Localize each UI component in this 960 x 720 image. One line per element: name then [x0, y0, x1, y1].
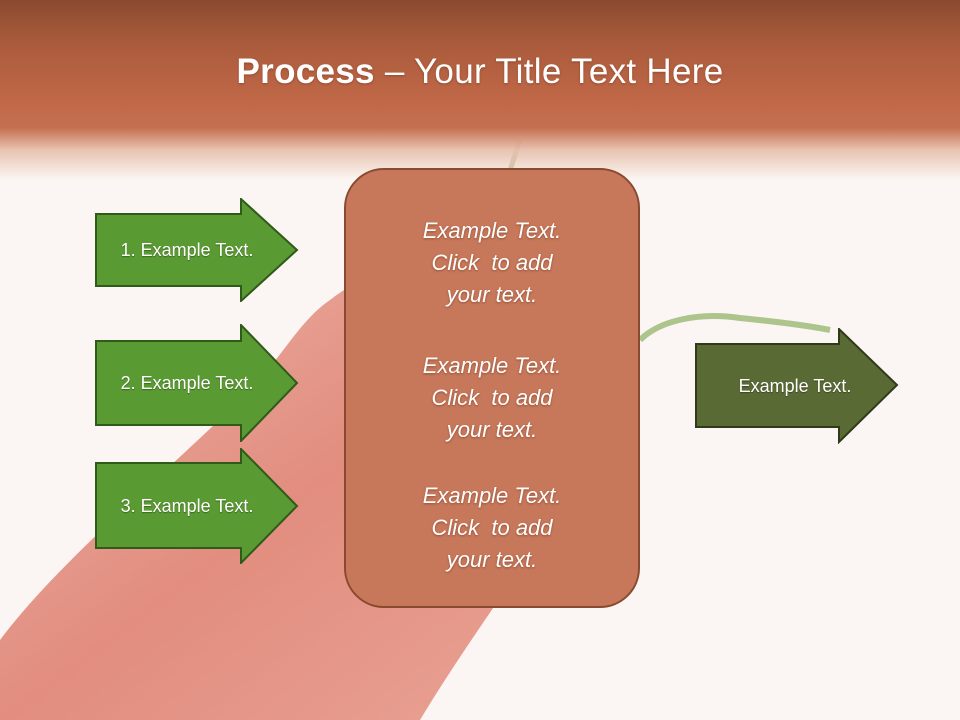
center-text-line: Example Text. — [422, 483, 562, 508]
left-arrow-3[interactable]: 3. Example Text. — [95, 448, 299, 564]
right-arrow[interactable]: Example Text. — [695, 328, 899, 444]
arrow-right-shape — [95, 448, 299, 564]
center-text-block-2: Example Text. Click to add your text. — [346, 350, 638, 446]
center-content-box[interactable]: Example Text. Click to add your text. Ex… — [344, 168, 640, 608]
left-arrow-label: 1. Example Text. — [120, 239, 254, 260]
left-arrow-2[interactable]: 2. Example Text. — [95, 324, 299, 442]
center-text-line: Click to add — [431, 515, 553, 540]
left-arrow-1[interactable]: 1. Example Text. — [95, 198, 299, 302]
left-arrow-label: 2. Example Text. — [120, 372, 254, 393]
arrow-right-shape — [95, 324, 299, 442]
center-text-line: your text. — [446, 547, 538, 572]
arrow-right-shape — [695, 328, 899, 444]
center-text-line: Click to add — [431, 250, 553, 275]
left-arrow-label: 3. Example Text. — [120, 495, 254, 516]
center-text-line: your text. — [446, 282, 538, 307]
center-text-line: Click to add — [431, 385, 553, 410]
center-text-block-1: Example Text. Click to add your text. — [346, 215, 638, 311]
arrow-right-shape — [95, 198, 299, 302]
center-text-block-3: Example Text. Click to add your text. — [346, 480, 638, 576]
right-arrow-label: Example Text. — [738, 375, 852, 396]
center-text-line: Example Text. — [422, 218, 562, 243]
slide-title: Process – Your Title Text Here — [0, 52, 960, 92]
slide-title-rest: – Your Title Text Here — [374, 52, 724, 91]
center-text-line: Example Text. — [422, 353, 562, 378]
title-band — [0, 0, 960, 180]
slide-title-bold: Process — [236, 52, 375, 91]
center-text-line: your text. — [446, 417, 538, 442]
